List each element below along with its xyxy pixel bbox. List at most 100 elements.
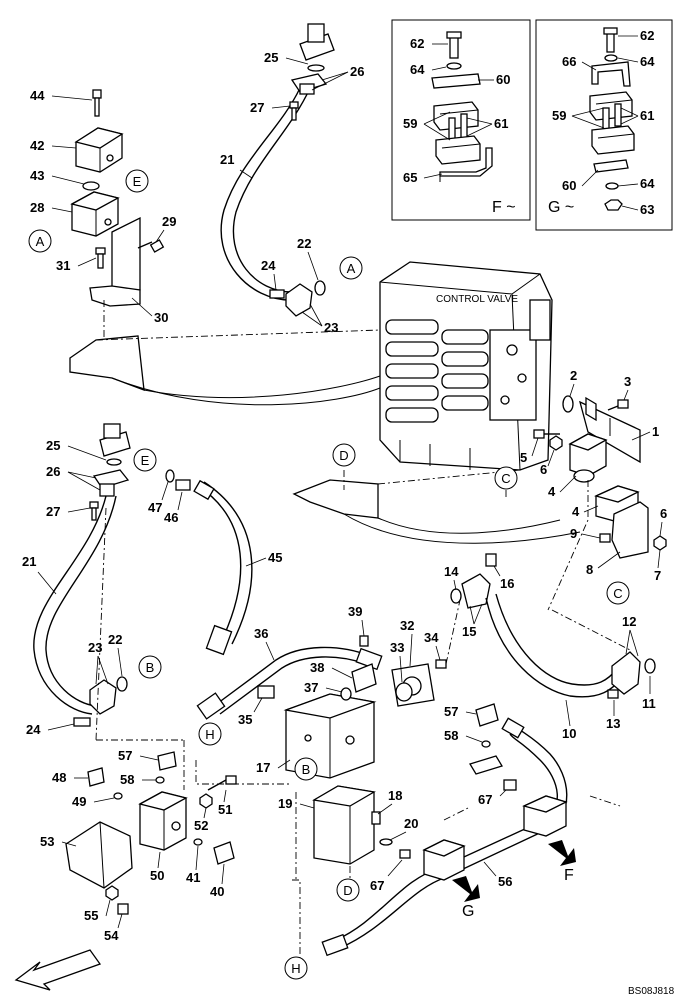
o-ring-58-right xyxy=(481,740,491,748)
bolt-9 xyxy=(599,533,611,543)
label-17: 17 xyxy=(256,760,270,775)
inset-f-bolt xyxy=(446,31,462,59)
inset-f-lower-block xyxy=(435,135,481,165)
label-54: 54 xyxy=(104,928,119,943)
label-36: 36 xyxy=(254,626,268,641)
elbow-57-right xyxy=(475,703,499,727)
svg-text:C: C xyxy=(613,586,622,601)
elbow-57-left xyxy=(157,751,177,771)
label-39: 39 xyxy=(348,604,362,619)
label-50: 50 xyxy=(150,868,164,883)
inset-f-label-65: 65 xyxy=(403,170,417,185)
svg-text:H: H xyxy=(205,727,214,742)
o-ring-58-left xyxy=(155,776,165,784)
label-23-upper: 23 xyxy=(324,320,338,335)
pipe-1 xyxy=(579,396,641,464)
bracket-block-4-upper xyxy=(568,433,608,477)
svg-text:A: A xyxy=(347,261,356,276)
valve-spools xyxy=(385,319,489,423)
flange-12 xyxy=(611,651,641,695)
flange-26-upper xyxy=(290,73,328,95)
label-57-left: 57 xyxy=(118,748,132,763)
inset-g-washer-bottom xyxy=(605,182,619,190)
svg-text:B: B xyxy=(302,762,311,777)
label-23-lower: 23 xyxy=(88,640,102,655)
bolt-51 xyxy=(207,775,237,791)
elbow-40 xyxy=(213,841,235,865)
label-67-upper: 67 xyxy=(478,792,492,807)
inset-f-label-60: 60 xyxy=(496,72,510,87)
inset-f-title: F ~ xyxy=(492,199,516,216)
inset-g-label-64b: 64 xyxy=(640,176,655,191)
label-49: 49 xyxy=(72,794,86,809)
bolt-3 xyxy=(607,399,629,411)
inset-f-plate xyxy=(431,73,481,89)
label-45: 45 xyxy=(268,550,282,565)
inset-g-label-64a: 64 xyxy=(640,54,655,69)
flange-23-upper xyxy=(269,283,313,317)
block-28 xyxy=(70,191,120,237)
inset-f-label-64: 64 xyxy=(410,62,425,77)
inset-f-bracket xyxy=(439,147,493,182)
label-44: 44 xyxy=(30,88,45,103)
label-25-upper: 25 xyxy=(264,50,278,65)
arrow-f-label: F xyxy=(564,867,574,884)
o-ring-37 xyxy=(340,687,352,701)
label-12: 12 xyxy=(622,614,636,629)
label-30: 30 xyxy=(154,310,168,325)
label-52: 52 xyxy=(194,818,208,833)
adapter-35 xyxy=(257,685,275,699)
label-14: 14 xyxy=(444,564,459,579)
o-ring-33 xyxy=(395,682,413,702)
hose-10 xyxy=(485,593,625,698)
ref-C-upper: C xyxy=(494,466,518,490)
bolt-13 xyxy=(607,689,619,699)
inset-g-bolt xyxy=(603,27,618,53)
label-26-upper: 26 xyxy=(350,64,364,79)
fitting-25-lower xyxy=(99,423,131,466)
inset-f-label-62: 62 xyxy=(410,36,424,51)
block-50 xyxy=(138,791,188,851)
bolt-44 xyxy=(92,89,102,117)
o-ring-22-lower xyxy=(116,676,128,692)
label-58-left: 58 xyxy=(120,772,134,787)
label-6-lower: 6 xyxy=(660,506,667,521)
inset-g-bracket xyxy=(591,61,631,87)
inset-g-washer-top xyxy=(604,54,618,62)
svg-text:C: C xyxy=(501,471,510,486)
label-53: 53 xyxy=(40,834,54,849)
label-22-lower: 22 xyxy=(108,632,122,647)
ref-A-right: A xyxy=(339,256,363,280)
label-38: 38 xyxy=(310,660,324,675)
control-valve: CONTROL VALVE xyxy=(379,261,553,471)
inset-g-label-66: 66 xyxy=(562,54,576,69)
label-55: 55 xyxy=(84,908,98,923)
inset-f-label-59: 59 xyxy=(403,116,417,131)
bolt-5 xyxy=(533,429,560,439)
inset-g-label-62: 62 xyxy=(640,28,654,43)
svg-text:E: E xyxy=(133,174,142,189)
bolt-39 xyxy=(359,635,369,647)
ref-E-lower: E xyxy=(133,448,157,472)
svg-text:D: D xyxy=(339,448,348,463)
o-ring-49 xyxy=(113,792,123,800)
bolt-16 xyxy=(485,553,497,567)
o-ring-22-upper xyxy=(314,280,326,296)
tee-fitting xyxy=(469,755,503,775)
label-8: 8 xyxy=(586,562,593,577)
washer-20 xyxy=(379,838,393,846)
o-ring-47 xyxy=(165,469,175,483)
label-43: 43 xyxy=(30,168,44,183)
label-18: 18 xyxy=(388,788,402,803)
label-10: 10 xyxy=(562,726,576,741)
label-51: 51 xyxy=(218,802,232,817)
bolt-31 xyxy=(95,247,106,269)
inset-g-lower-block xyxy=(591,125,635,155)
svg-text:A: A xyxy=(36,234,45,249)
ref-E-upper: E xyxy=(125,169,149,193)
lower-frame xyxy=(292,469,581,544)
label-24-lower: 24 xyxy=(26,722,41,737)
hose-36 xyxy=(196,646,383,720)
nut-55 xyxy=(105,885,119,901)
